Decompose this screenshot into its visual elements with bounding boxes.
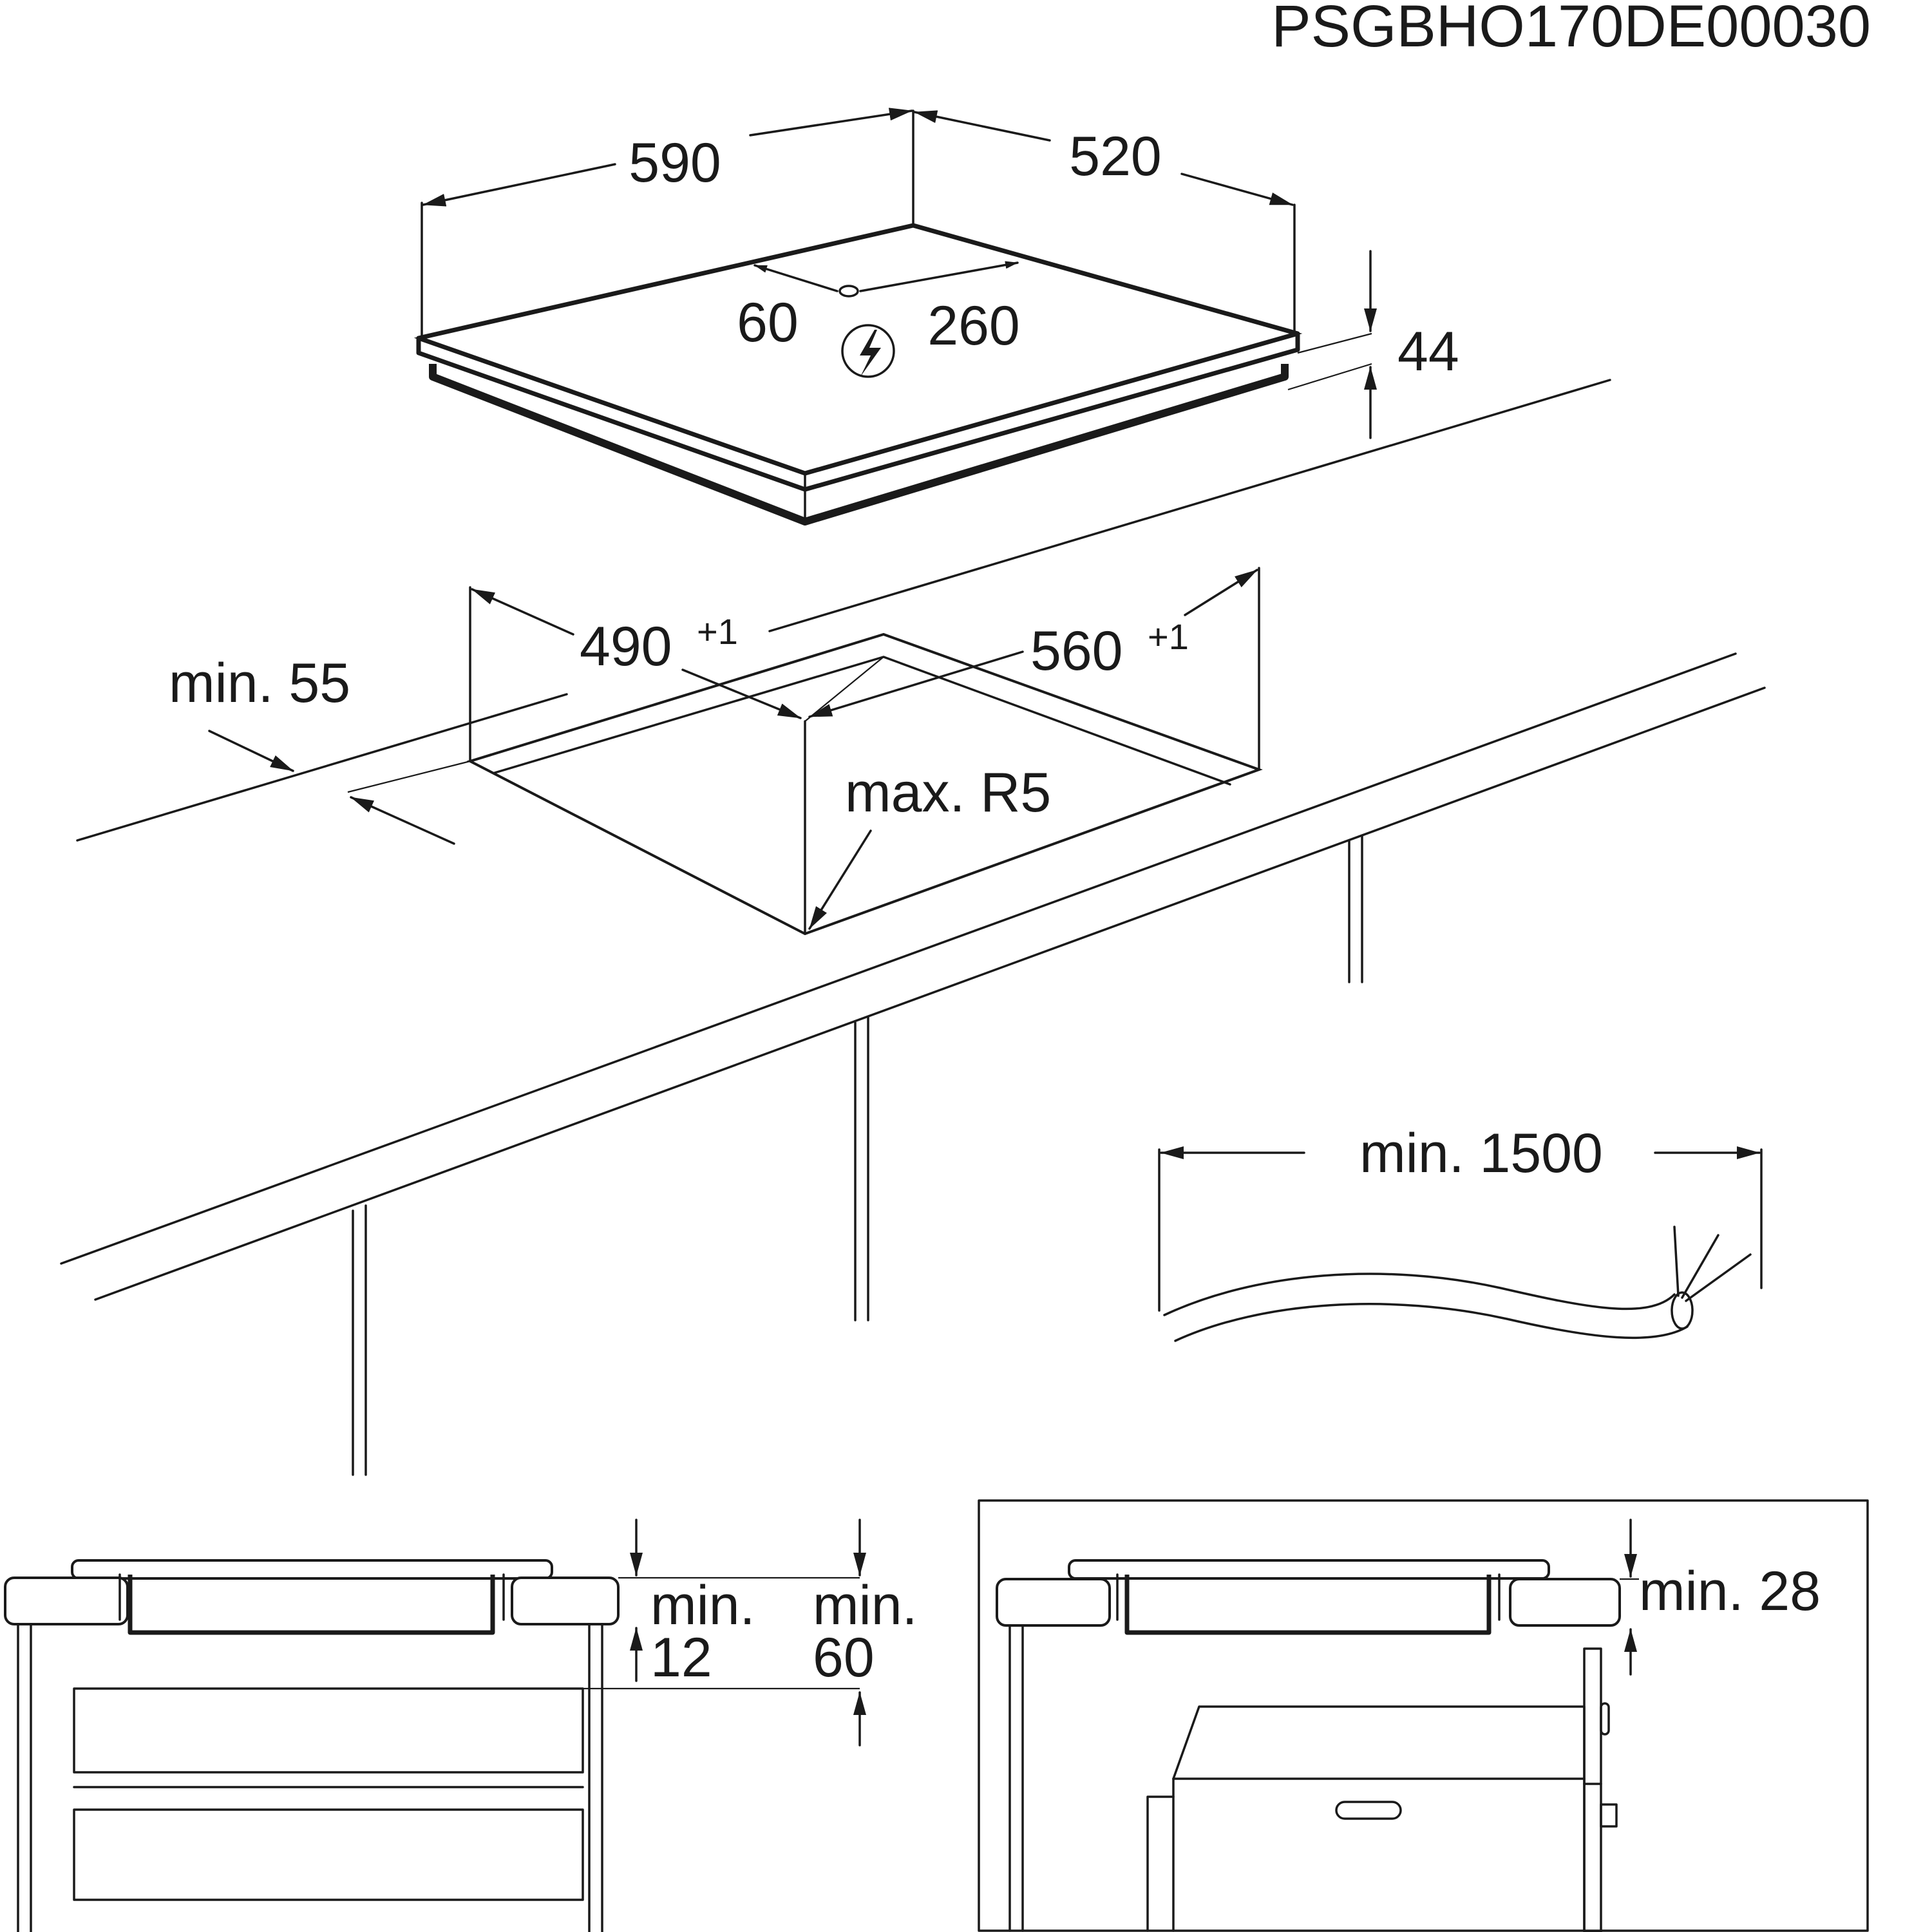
hob-height-label: 44 xyxy=(1397,321,1459,383)
drawing-code: PSGBHO170DE00030 xyxy=(1271,0,1871,59)
supply-cable: min. 1500 xyxy=(1158,1122,1763,1342)
hob-glass xyxy=(413,223,1303,475)
front-edge-arrow-outer xyxy=(208,730,294,772)
clearance-a-value: 12 xyxy=(650,1627,712,1689)
clearance-a-label: min. xyxy=(650,1575,755,1636)
depth-520-arrow-right xyxy=(1180,173,1294,206)
cutout-depth-label: 490 xyxy=(580,616,672,677)
cutout-width-arrow-left xyxy=(808,650,1024,718)
electrical-connection-icon xyxy=(841,324,895,378)
cable-length-label: min. 1500 xyxy=(1359,1122,1603,1184)
hob-width-label: 590 xyxy=(629,132,721,194)
oven-handle xyxy=(1335,1801,1402,1820)
cable-offset-60-arrow xyxy=(753,264,838,292)
width-590-arrow-left xyxy=(422,163,616,207)
cutout-width-arrow-right xyxy=(1184,569,1258,616)
section-right-frame xyxy=(978,1499,1869,1932)
width-590-arrow-right xyxy=(749,108,913,137)
cutout-depth-arrow-right xyxy=(681,668,802,719)
cable-offset-side-label: 60 xyxy=(737,292,799,354)
front-edge-arrow-inner xyxy=(350,796,455,845)
cutout-depth-tolerance: +1 xyxy=(697,611,738,652)
hob: 60 260 590 520 44 xyxy=(413,108,1459,526)
clearance-b-value: 60 xyxy=(813,1627,875,1689)
worktop: min. 55 490 +1 560 +1 max. R5 xyxy=(60,379,1766,1476)
section-left: min. 12 min. 60 xyxy=(4,1519,917,1932)
front-edge-label: min. 55 xyxy=(169,652,350,714)
clearance-b-label: min. xyxy=(813,1575,917,1636)
cutout-width-tolerance: +1 xyxy=(1148,616,1189,657)
clearance-28-label: min. 28 xyxy=(1639,1560,1821,1622)
cutout-width-label: 560 xyxy=(1030,620,1123,682)
cable-offset-back-label: 260 xyxy=(927,295,1020,357)
hob-depth-label: 520 xyxy=(1069,126,1162,187)
cable-entry-point xyxy=(838,285,859,298)
cutout-depth-arrow-left xyxy=(471,588,574,636)
section-right: min. 28 xyxy=(978,1499,1869,1932)
corner-radius-arrow xyxy=(808,829,872,930)
depth-520-arrow-left xyxy=(913,110,1051,142)
corner-radius-label: max. R5 xyxy=(845,762,1051,824)
cable-offset-260-arrow xyxy=(859,261,1019,292)
